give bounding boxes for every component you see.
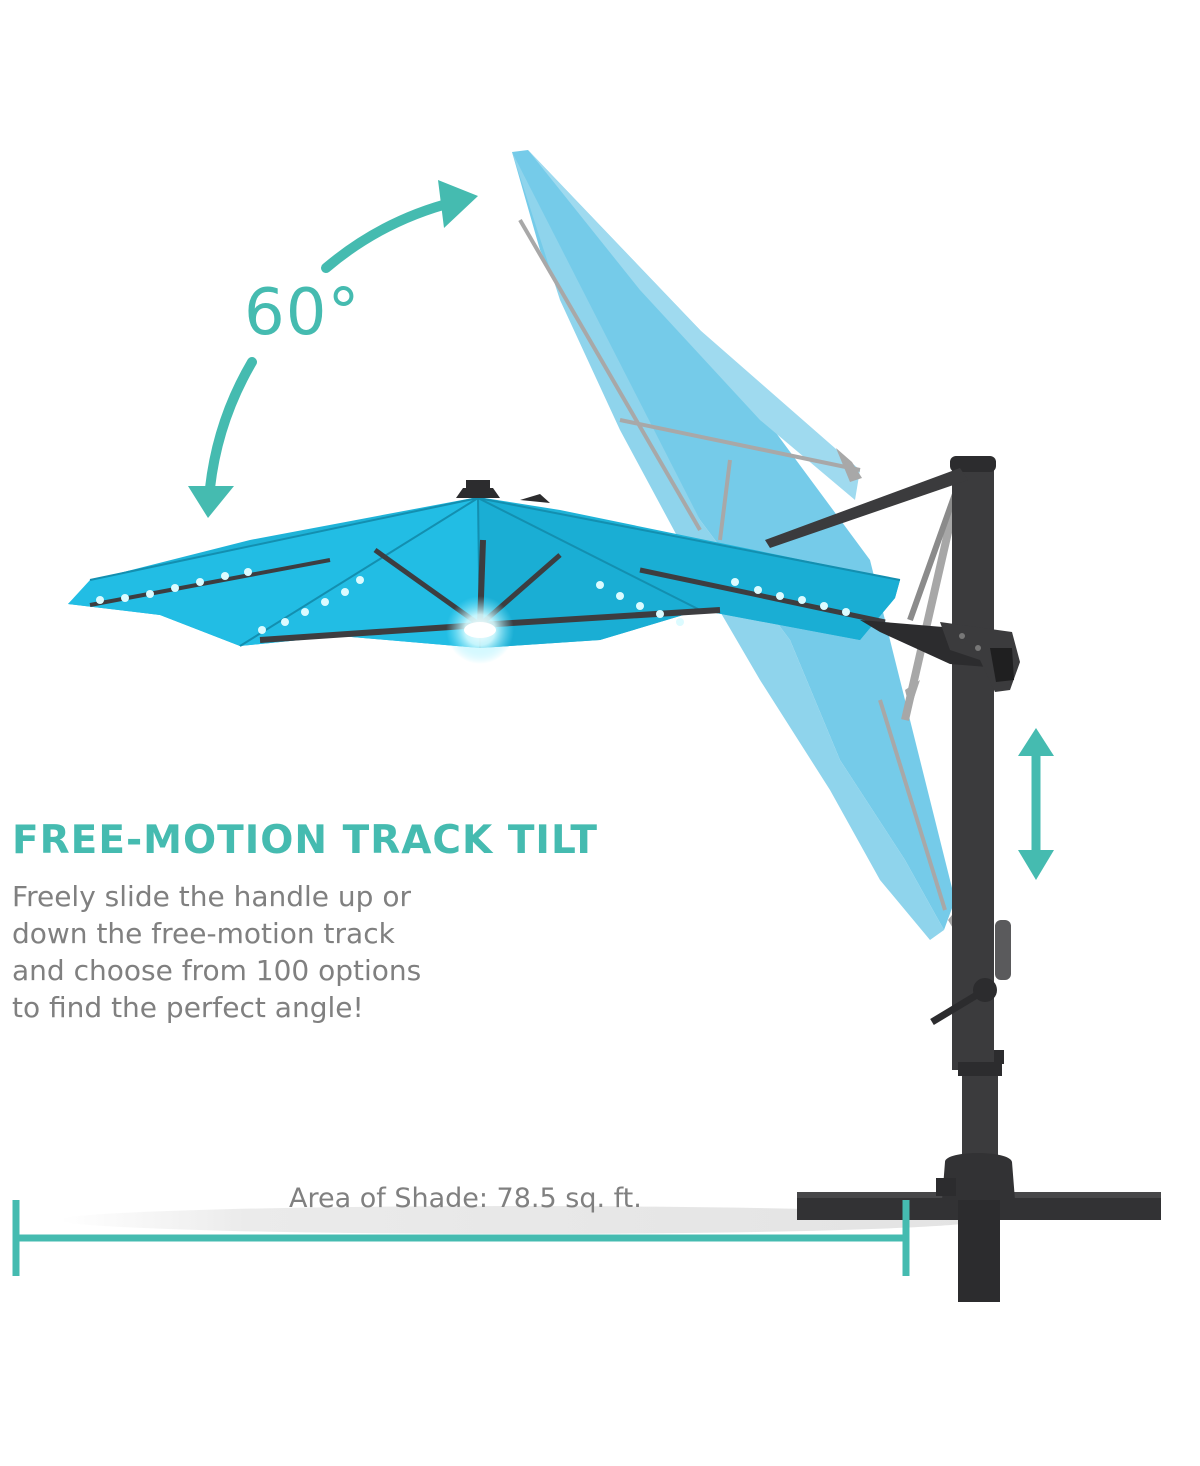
description-line: and choose from 100 options [12,954,422,987]
description-line: down the free-motion track [12,917,395,950]
vertical-double-arrow-icon [1018,728,1054,880]
cross-base [797,1153,1161,1302]
led-lights [96,568,850,634]
description-line: Freely slide the handle up or [12,880,411,913]
dimension-bar-icon [12,1200,910,1276]
cantilever-arm [765,468,968,548]
main-canopy [68,480,901,664]
tilt-handle [860,620,1020,692]
description-line: to find the perfect angle! [12,991,364,1024]
feature-description: Freely slide the handle up or down the f… [12,878,421,1026]
shade-area-label: Area of Shade: 78.5 sq. ft. [289,1183,642,1214]
feature-title: FREE-MOTION TRACK TILT [12,818,598,863]
support-struts [901,478,964,721]
tilt-angle-label: 60° [244,276,361,350]
curved-double-arrow-icon [188,180,478,518]
umbrella-pole [930,456,1011,1170]
ground-shadow [60,1206,980,1234]
